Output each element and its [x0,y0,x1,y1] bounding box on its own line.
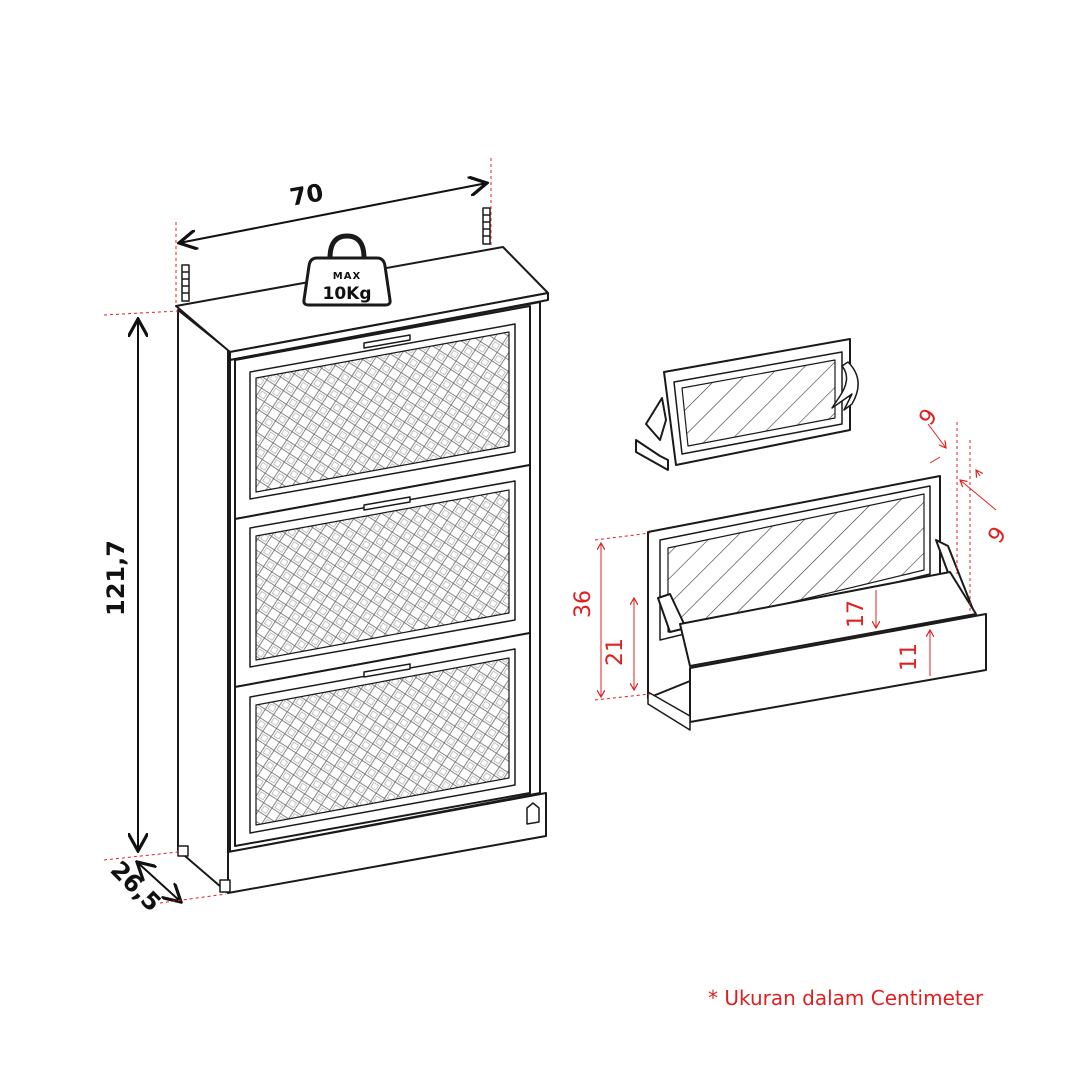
wall-anchor-left [181,264,190,302]
width-label: 70 [288,178,326,211]
wall-anchor-right [482,207,491,245]
drawer-3-handle [363,663,411,678]
compartment-total-height-label: 36 [571,590,596,618]
compartment-front-height-label: 21 [603,638,628,666]
weight-badge-line2: 10Kg [323,284,372,304]
drawer-3-panel [255,657,510,826]
drawer-2-handle [363,496,411,511]
panel-thickness-side-label: 6 [981,521,1010,547]
door-flap-detail [635,338,859,471]
drawer-2 [234,464,531,688]
drawer-1-panel [255,331,510,493]
flap-panel [681,359,836,447]
compartment-lip-height-label: 11 [897,643,922,671]
weight-badge-line1: MAX [333,271,361,282]
height-dimension: 121,7 [102,310,179,861]
cabinet-side-panel [177,309,229,894]
depth-label: 26,5 [105,856,167,918]
units-footnote: * Ukuran dalam Centimeter [708,986,984,1010]
drawer-2-panel [255,489,510,661]
compartment-front-lip [689,613,987,723]
compartment-detail [647,475,987,731]
max-weight-icon: MAX 10Kg [302,233,392,307]
drawer-1 [234,305,531,520]
drawer-3 [234,632,531,847]
drawer-1-handle [363,334,411,349]
shoe-cabinet [175,207,549,894]
compartment-inner-depth-label: 17 [844,600,869,628]
rotate-arrow-icon [831,361,859,411]
height-label: 121,7 [102,540,130,616]
panel-thickness-top-label: 6 [912,403,941,429]
brand-tag [526,802,540,825]
compartment-dimensions [594,422,997,701]
width-dimension: 70 [175,158,492,306]
